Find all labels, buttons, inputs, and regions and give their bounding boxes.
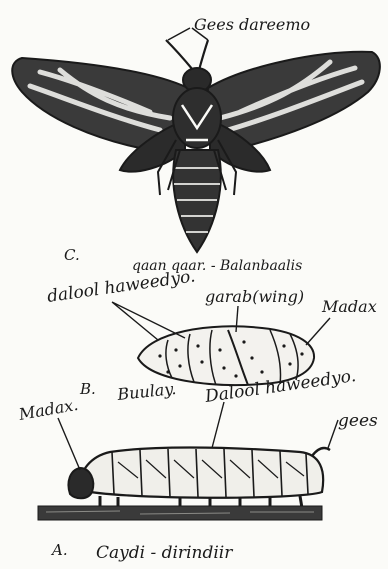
larva-branch — [38, 506, 322, 520]
label-pupa-head: Madax — [321, 297, 377, 316]
larva-head — [68, 468, 93, 498]
label-horn: gees — [338, 411, 378, 431]
label-adult-letter: C. — [64, 246, 80, 264]
label-wing: garab(wing) — [205, 287, 304, 306]
label-antennae: Gees dareemo — [194, 15, 310, 34]
larva-body — [80, 448, 323, 498]
label-larva-name: Caydi - dirindiir — [96, 543, 233, 563]
label-larva-letter: A. — [50, 541, 68, 559]
label-pupa-letter: B. — [79, 380, 96, 398]
